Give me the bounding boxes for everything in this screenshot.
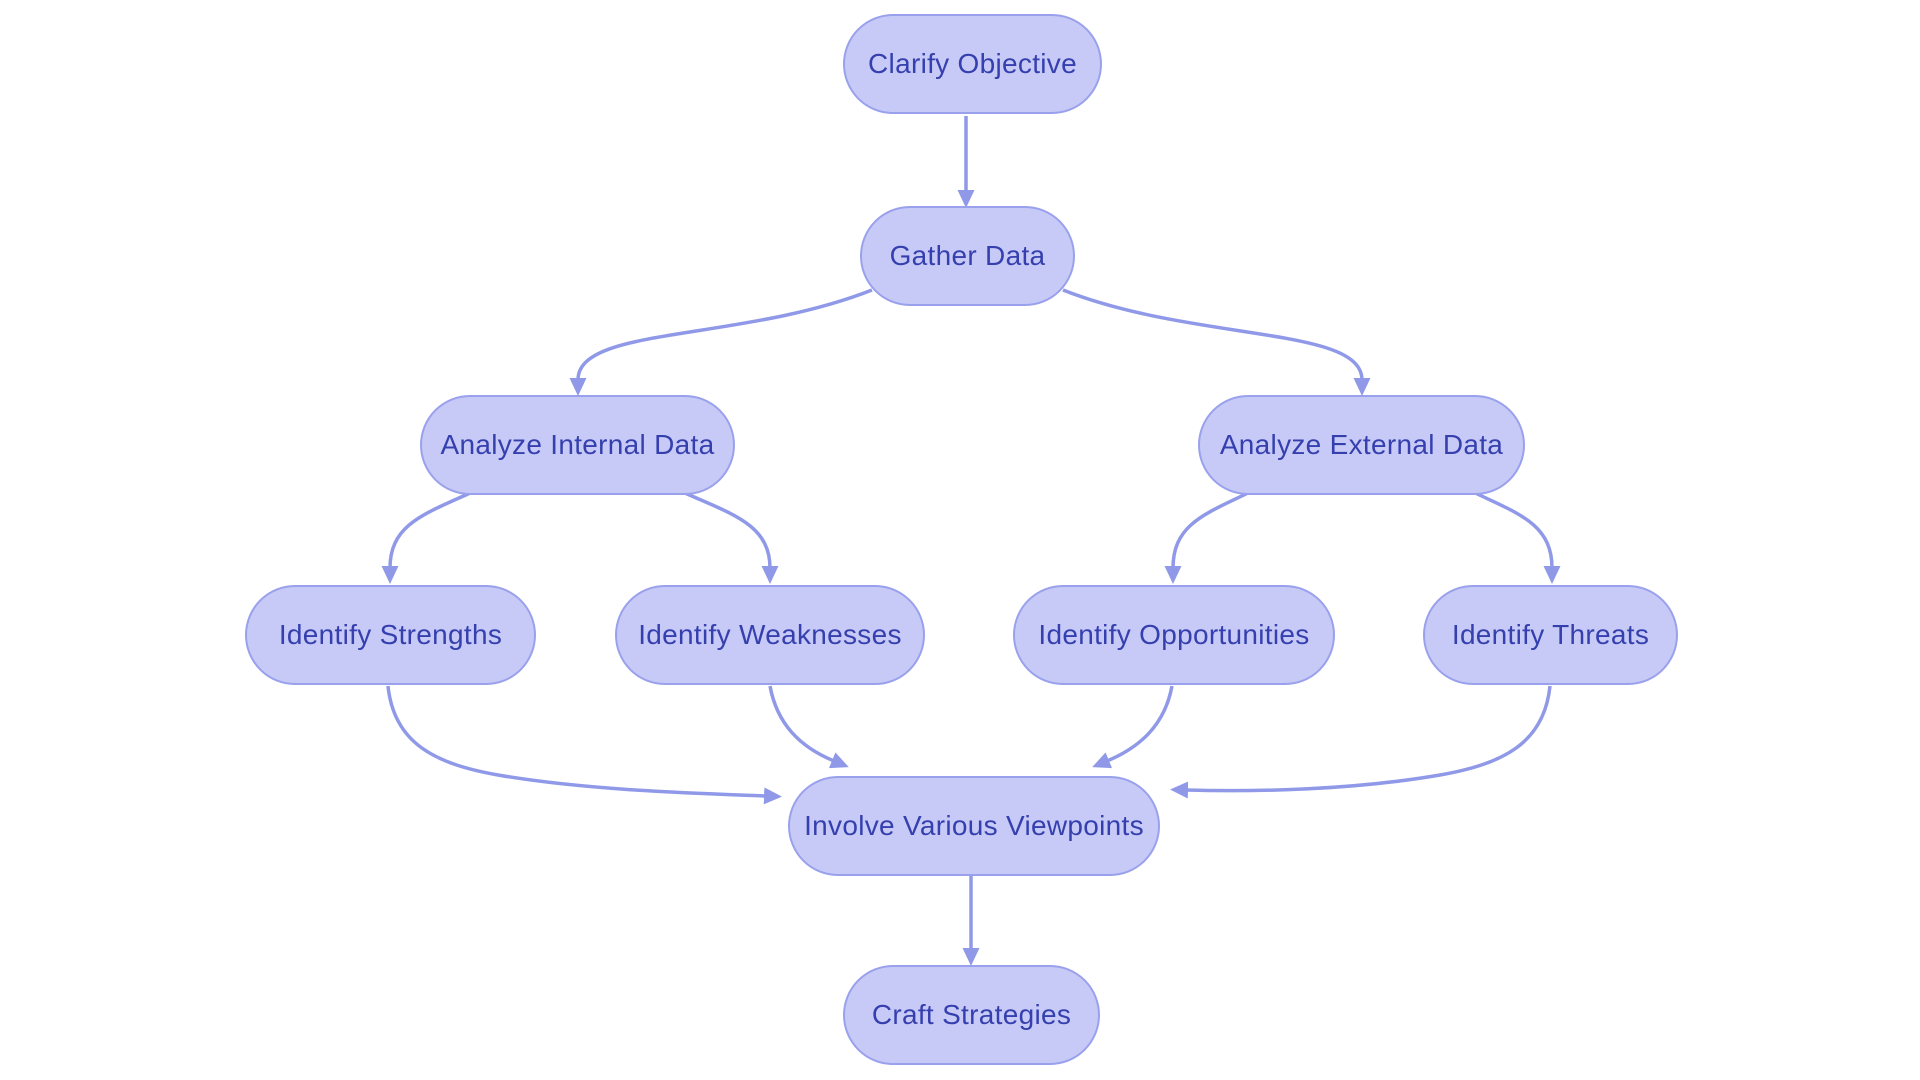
edge-analyze-external-data-to-identify-threats bbox=[1460, 484, 1561, 584]
edge-identify-strengths-to-involve-various-viewpoints bbox=[386, 685, 782, 805]
edge-identify-threats-to-involve-various-viewpoints bbox=[1170, 685, 1552, 799]
node-label: Craft Strategies bbox=[871, 999, 1072, 1030]
node-label: Identify Weaknesses bbox=[638, 619, 902, 650]
node-gather-data: Gather Data bbox=[860, 206, 1075, 306]
node-label: Identify Strengths bbox=[278, 619, 503, 650]
edge-gather-data-to-analyze-internal-data bbox=[569, 288, 873, 396]
edge-identify-weaknesses-to-involve-various-viewpoints bbox=[768, 685, 849, 769]
node-identify-weaknesses: Identify Weaknesses bbox=[615, 585, 925, 685]
node-label: Identify Opportunities bbox=[1038, 619, 1310, 650]
node-label: Analyze External Data bbox=[1219, 429, 1504, 460]
edge-analyze-internal-data-to-identify-weaknesses bbox=[669, 484, 779, 584]
node-identify-opportunities: Identify Opportunities bbox=[1013, 585, 1335, 685]
node-label: Gather Data bbox=[889, 240, 1046, 271]
edge-identify-opportunities-to-involve-various-viewpoints bbox=[1092, 685, 1174, 769]
node-clarify-objective: Clarify Objective bbox=[843, 14, 1102, 114]
node-analyze-internal-data: Analyze Internal Data bbox=[420, 395, 735, 495]
node-label: Analyze Internal Data bbox=[440, 429, 715, 460]
edge-analyze-external-data-to-identify-opportunities bbox=[1164, 484, 1263, 584]
node-label: Clarify Objective bbox=[868, 48, 1077, 79]
edge-analyze-internal-data-to-identify-strengths bbox=[381, 484, 486, 584]
node-identify-threats: Identify Threats bbox=[1423, 585, 1678, 685]
node-analyze-external-data: Analyze External Data bbox=[1198, 395, 1525, 495]
node-identify-strengths: Identify Strengths bbox=[245, 585, 536, 685]
node-label: Identify Threats bbox=[1451, 619, 1650, 650]
node-label: Involve Various Viewpoints bbox=[804, 810, 1144, 841]
edge-gather-data-to-analyze-external-data bbox=[1062, 288, 1371, 396]
node-involve-various-viewpoints: Involve Various Viewpoints bbox=[788, 776, 1160, 876]
node-craft-strategies: Craft Strategies bbox=[843, 965, 1100, 1065]
